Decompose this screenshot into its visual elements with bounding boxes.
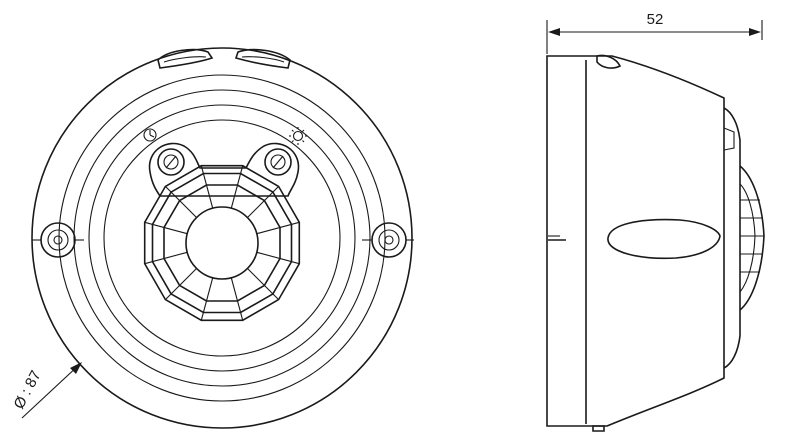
width-label: 52 <box>647 11 664 28</box>
inner-ring-2 <box>73 89 371 387</box>
front-view: Ø : 87 <box>11 47 414 429</box>
lens-center-window <box>185 206 259 280</box>
lens-segment-line <box>230 165 244 209</box>
pir-lens <box>143 164 301 322</box>
width-arrow-right <box>749 28 761 36</box>
clock-icon <box>143 128 157 142</box>
time-adjust-knob <box>157 148 185 176</box>
inner-ring-3 <box>88 104 356 372</box>
mounting-screw-left <box>32 222 84 258</box>
side-lens-profile <box>723 107 765 369</box>
outer-housing-circle <box>31 47 413 429</box>
side-oval-feature <box>607 218 721 260</box>
lux-adjust-knob <box>264 148 292 176</box>
lens-segment-line <box>200 277 214 321</box>
diameter-dimension: Ø : 87 <box>11 362 82 419</box>
diameter-label: Ø : 87 <box>11 368 45 412</box>
side-cable-entry <box>596 54 622 69</box>
side-view: 52 <box>546 11 765 432</box>
lens-segment-line <box>144 251 188 265</box>
sun-icon <box>289 127 307 145</box>
lens-segment-line <box>256 251 300 265</box>
width-arrow-left <box>548 28 560 36</box>
lens-segment-line <box>165 186 197 218</box>
mounting-screw-right <box>362 222 414 258</box>
lens-segment-line <box>247 268 279 300</box>
inner-ring-1 <box>58 74 386 402</box>
lens-segment-line <box>144 221 188 235</box>
width-dimension: 52 <box>546 11 763 54</box>
cable-entry-left <box>157 48 214 69</box>
lens-segment-line <box>230 277 244 321</box>
lens-segment-line <box>165 268 197 300</box>
lens-segment-line <box>200 165 214 209</box>
knob-housing-outline <box>148 142 300 197</box>
lens-segment-line <box>247 186 279 218</box>
inner-ring-4 <box>103 119 341 357</box>
diameter-arrow-head <box>70 362 82 374</box>
lens-segment-line <box>256 221 300 235</box>
side-housing-body <box>546 55 725 427</box>
side-bottom-boss <box>592 425 605 432</box>
cable-entry-right <box>234 48 291 69</box>
